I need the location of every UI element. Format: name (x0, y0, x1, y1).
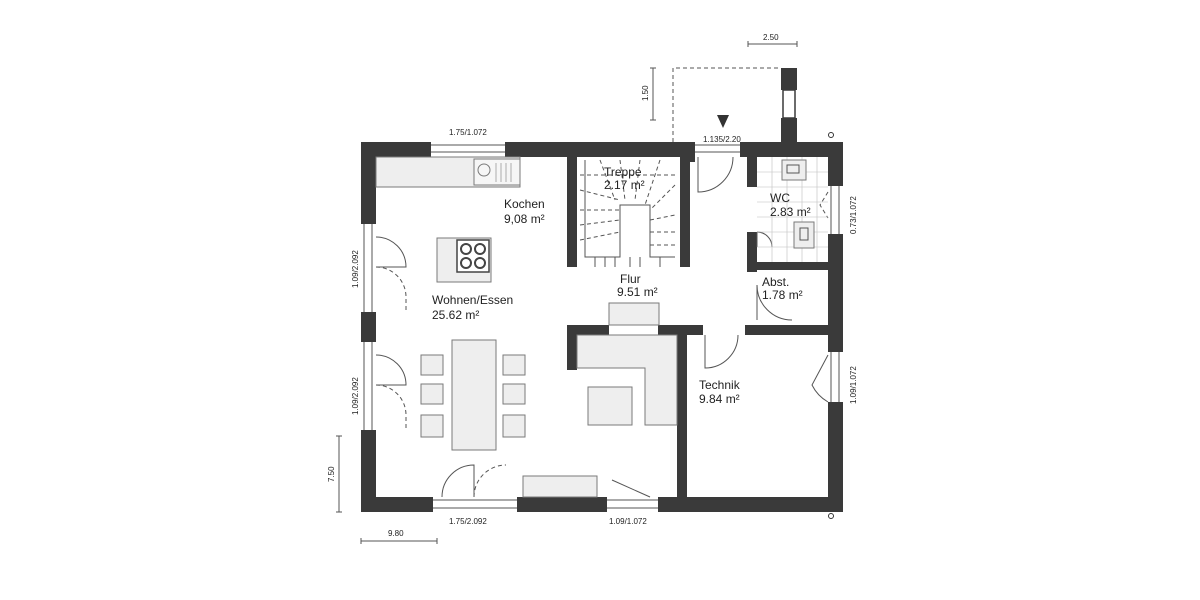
room-area-technik: 9.84 m² (699, 392, 740, 406)
room-area-flur: 9.51 m² (617, 285, 658, 299)
stairs (579, 159, 676, 267)
dimension-labels: 1.75/1.072 1.135/2.20 2.50 1.50 1.09/2.0… (327, 33, 858, 538)
room-name-technik: Technik (699, 378, 741, 392)
room-area-abst: 1.78 m² (762, 288, 803, 302)
room-labels: Kochen 9,08 m² Treppe 2.17 m² WC 2.83 m²… (432, 165, 811, 406)
dim-canopy-width: 2.50 (763, 33, 779, 42)
dim-bottom-door: 1.75/2.092 (449, 517, 487, 526)
room-name-flur: Flur (620, 272, 641, 286)
dim-overall-width: 9.80 (388, 529, 404, 538)
dimension-lines (336, 41, 798, 544)
dim-bottom-window: 1.09/1.072 (609, 517, 647, 526)
room-area-wc: 2.83 m² (770, 205, 811, 219)
room-name-wohnen: Wohnen/Essen (432, 293, 513, 307)
sink-icon (473, 158, 521, 186)
room-name-treppe: Treppe (604, 165, 642, 179)
dim-overall-depth: 7.50 (327, 466, 336, 482)
room-name-abst: Abst. (762, 275, 789, 289)
dim-left-window-lower: 1.09/2.092 (351, 377, 360, 415)
room-name-wc: WC (770, 191, 790, 205)
wc-room (757, 157, 828, 262)
room-area-kochen: 9,08 m² (504, 212, 545, 226)
living-furniture (420, 302, 678, 498)
windows (363, 144, 840, 509)
dim-wc-window: 0.73/1.072 (849, 196, 858, 234)
interior-walls (567, 157, 828, 497)
exterior-walls (361, 142, 843, 512)
dim-top-window: 1.75/1.072 (449, 128, 487, 137)
cooktop-icon (456, 239, 490, 273)
dim-technik-window: 1.09/1.072 (849, 366, 858, 404)
entry-canopy (672, 67, 797, 142)
room-name-kochen: Kochen (504, 197, 545, 211)
dim-entry-door: 1.135/2.20 (703, 135, 741, 144)
dim-canopy-depth: 1.50 (641, 85, 650, 101)
room-area-treppe: 2.17 m² (604, 178, 645, 192)
north-marker-icon (828, 132, 834, 519)
room-area-wohnen: 25.62 m² (432, 308, 479, 322)
dim-left-window-upper: 1.09/2.092 (351, 250, 360, 288)
entrance-arrow-icon (717, 115, 729, 128)
kitchen-furniture (375, 156, 521, 283)
